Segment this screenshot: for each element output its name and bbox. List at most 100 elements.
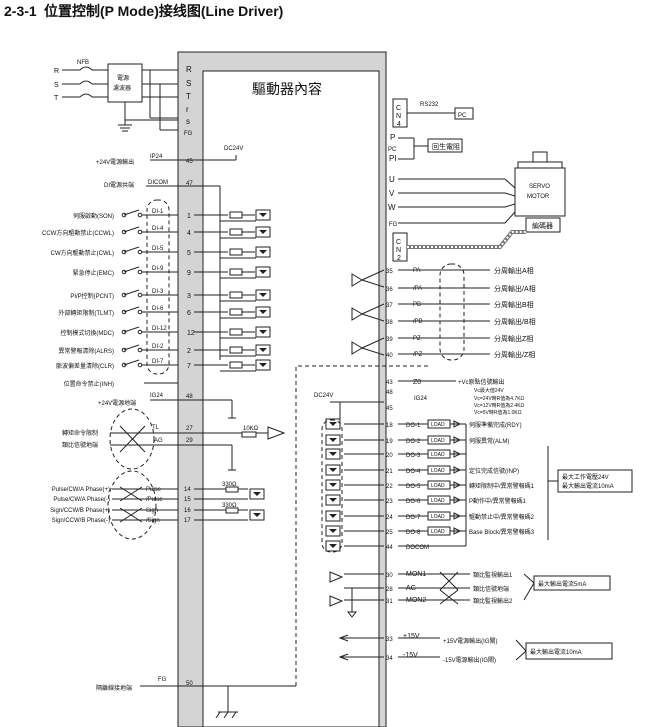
load-label: LOAD [431,422,445,428]
di-pin: 5 [187,250,191,257]
pout-pin: 35 [386,269,393,275]
svg-text:48: 48 [186,394,193,400]
do-label: 轉矩限制中/異常警報碼1 [469,482,535,490]
r330-b: 330Ω [222,503,237,509]
pulse-out-row: 37 PB 分周輸出B相 [351,300,534,322]
di-label: 伺服啟動(SON) [73,212,114,220]
resistor [229,308,243,316]
do-name: DO-3 [406,453,421,459]
svg-text:濾波器: 濾波器 [113,84,131,92]
svg-text:MOTOR: MOTOR [527,194,550,200]
mon-pin: 31 [386,599,393,605]
svg-text:48: 48 [386,390,393,396]
svg-text:10KΩ: 10KΩ [243,426,259,432]
di-label: 緊急停止(EMC) [73,269,114,277]
pout-pin: 36 [386,287,393,293]
ip24-label: +24V電源輸出 [96,158,134,166]
pwr-label: -15V電源輸出(IG閘) [443,656,496,664]
svg-text:回生電阻: 回生電阻 [432,142,460,151]
resistor [229,361,243,369]
pout-label: 分周輸出/A相 [494,284,536,293]
do-dashed-group [321,419,343,553]
power-input: R S T NFB 電源 濾波器 [54,60,178,132]
svg-text:PI: PI [389,154,397,163]
pout-name: /PA [413,286,422,292]
svg-text:TL: TL [152,425,160,431]
pout-name: /PB [413,319,423,325]
svg-text:P: P [390,133,395,142]
power-terminals: R S T r s FG [184,65,193,137]
di-name: DI-5 [152,246,164,252]
load-label: LOAD [431,468,445,474]
pout-pin: 37 [386,303,393,309]
dicom-label: DI電源共端 [104,181,134,189]
pwr-note: 最大輸出電流10mA [525,642,613,660]
pout-label: 分周輸出B相 [494,300,534,309]
svg-text:最大輸出電流10mA: 最大輸出電流10mA [562,482,614,490]
r330-a: 330Ω [222,482,237,488]
load-label: LOAD [431,514,445,520]
mon-row: 30MON1類比監視輸出1 [344,571,513,579]
di-row: PI/P控制(PCNT)DI-33 [70,289,271,302]
svg-text:類比信號地端: 類比信號地端 [62,441,98,449]
svg-text:29: 29 [186,438,193,444]
svg-text:轉矩命令限制: 轉矩命令限制 [62,429,98,437]
svg-text:IG24: IG24 [414,396,428,402]
svg-text:DC24V: DC24V [314,393,333,399]
do-pin: 20 [386,453,393,459]
pulse-label: Sign/CCW/B Phase(+) [50,508,110,514]
di-label: 脈波偏差量清除(CLR) [56,362,114,370]
do-name: DO-1 [406,423,421,429]
di-label: CW方向驅動禁止(CWL) [51,249,114,257]
svg-text:R: R [54,68,59,75]
svg-text:W: W [388,203,396,212]
svg-text:PC: PC [388,147,397,153]
ig24-left: +24V電源地端 IG24 48 [98,393,236,419]
svg-text:RS232: RS232 [420,102,439,108]
do-pin: 23 [386,499,393,505]
motor-terminals: U V W FG [388,175,516,228]
pulse-pin: 17 [184,518,191,524]
svg-text:SERVO: SERVO [529,184,550,190]
svg-text:r: r [186,105,189,114]
do-name: DOCOM [406,545,429,551]
drive-title: 驅動器內容 [252,81,322,97]
pulse-name: Sign [146,508,158,514]
svg-text:DICOM: DICOM [148,180,168,186]
do-pin: 22 [386,484,393,490]
mon-note: 最大輸出電流5mA [533,575,611,591]
mon-row: 31MON2類比監視輸出2 [344,597,513,605]
svg-text:Vc=12V時R值為2.4KΩ: Vc=12V時R值為2.4KΩ [474,402,525,409]
svg-text:+24V電源地端: +24V電源地端 [98,399,136,407]
pout-name: /PZ [413,352,423,358]
svg-text:R: R [186,65,192,74]
svg-text:T: T [54,95,59,102]
pout-label: 分周輸出/B相 [494,317,536,326]
do-label: 定位完成信號(INP) [469,467,519,475]
pulse-pin: 16 [184,508,191,514]
pulse-pin: 15 [184,497,191,503]
di-row: CW方向驅動禁止(CWL) DI-5 5 [51,246,271,259]
load-label: LOAD [431,452,445,458]
do-pin: 19 [386,439,393,445]
pout-label: 分周輸出A相 [494,266,534,275]
pout-label: 分周輸出/Z相 [494,350,535,359]
svg-text:4: 4 [397,121,401,128]
pwr-pin: 34 [386,656,393,662]
resistor [229,328,243,336]
pout-dashed-group [439,263,465,361]
svg-text:+Vc原點信號輸出: +Vc原點信號輸出 [458,378,505,386]
torque-limit: 轉矩命令限制 類比信號地端 TL AG 27 29 10KΩ [62,408,286,471]
load-label: LOAD [431,498,445,504]
do-label: P動作中/異常警報碼1 [469,497,527,505]
di-row: 伺服啟動(SON)DI-11 [73,209,271,222]
pout-name: PB [413,302,421,308]
